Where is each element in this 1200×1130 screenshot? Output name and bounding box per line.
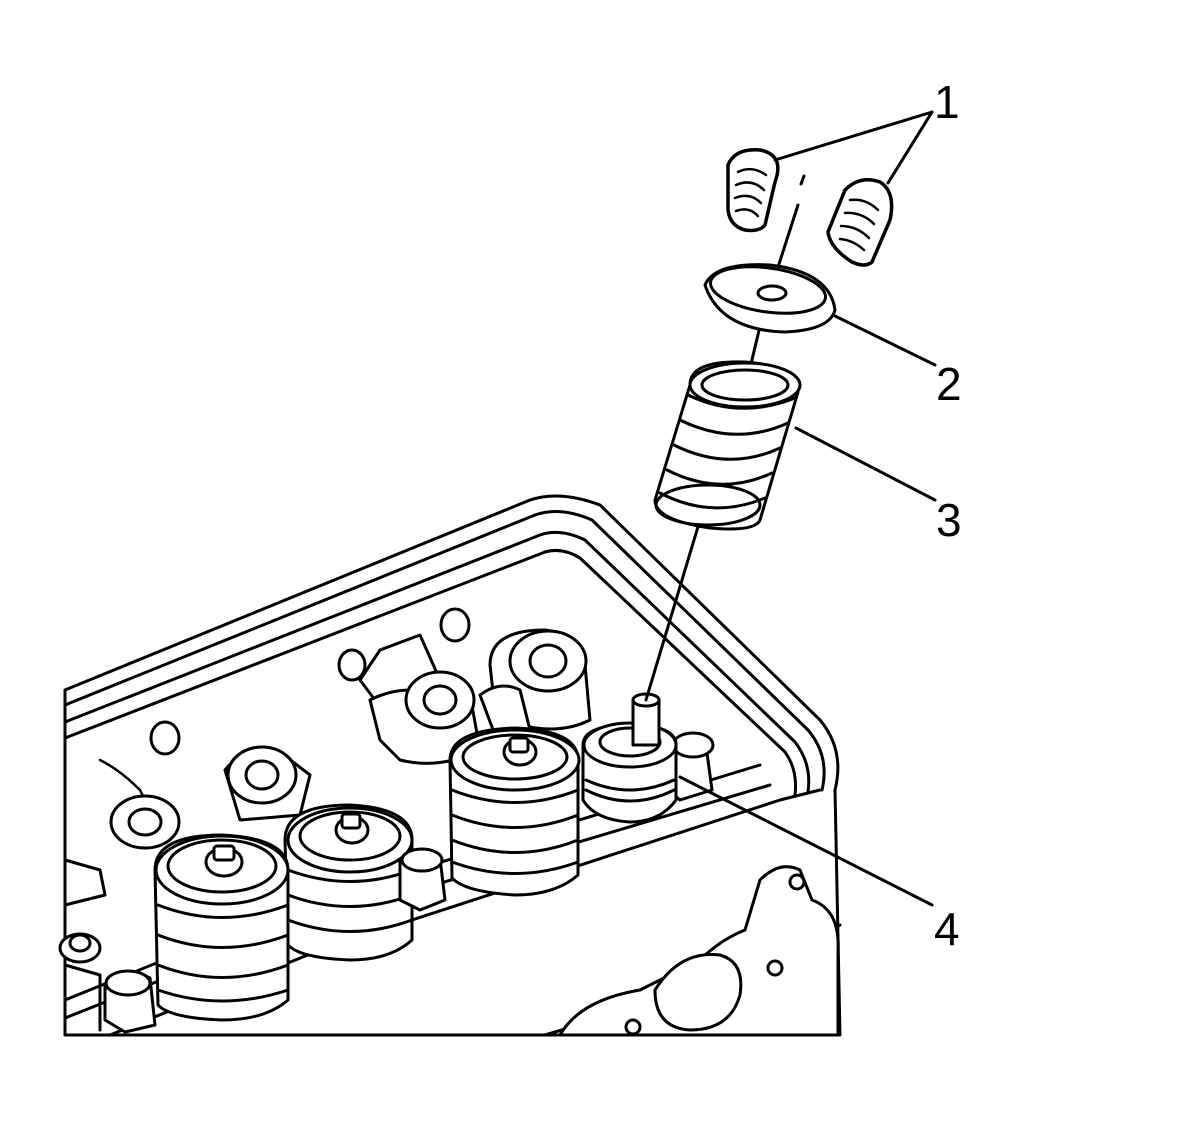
- callout-label-3: 3: [936, 494, 962, 546]
- installed-spring-2: [283, 803, 447, 962]
- leader-lines: [678, 110, 937, 907]
- valve-spring-retainer: [703, 263, 837, 334]
- valve-spring: [653, 360, 802, 531]
- valve-key-left: [726, 148, 780, 233]
- leader-line-2: [833, 314, 937, 367]
- valve-key-right: [826, 178, 894, 267]
- callout-label-4: 4: [934, 903, 960, 955]
- left-hardware: [58, 932, 157, 1034]
- valve-stem-seal: [581, 692, 678, 824]
- leader-line-1b: [886, 110, 934, 185]
- leader-line-4: [678, 775, 934, 907]
- callout-label-2: 2: [936, 358, 962, 410]
- leader-line-1a: [773, 110, 934, 162]
- installed-spring-3: [448, 726, 581, 897]
- installed-spring-1: [153, 833, 290, 1022]
- callout-labels: 1 2 3 4: [934, 76, 962, 955]
- leader-line-3: [794, 426, 937, 502]
- callout-label-1: 1: [934, 76, 960, 128]
